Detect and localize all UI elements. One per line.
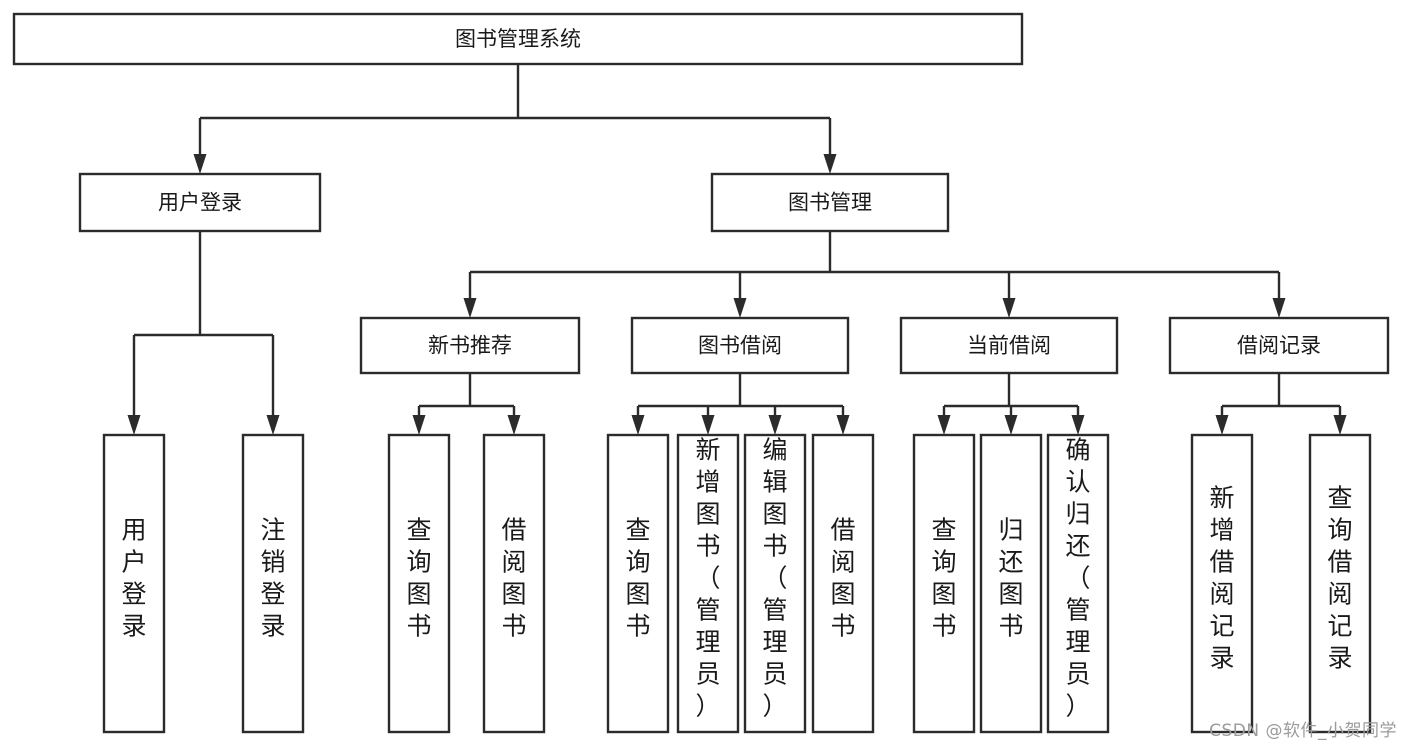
node-box-leaf-return-book[interactable] — [979, 433, 1043, 734]
node-leaf-query-book-1[interactable]: 查询图书 — [387, 433, 451, 734]
node-box-borrow-record[interactable] — [1168, 316, 1390, 375]
node-label-leaf-confirm-return: 确认归还（管理员） — [1065, 436, 1090, 721]
node-box-current-borrow[interactable] — [899, 316, 1119, 375]
node-box-book-manage[interactable] — [710, 172, 950, 233]
node-leaf-borrow-book-1[interactable]: 借阅图书 — [482, 433, 546, 734]
node-label-leaf-query-book-3: 查询图书 — [931, 516, 956, 641]
node-box-leaf-query-book-3[interactable] — [912, 433, 976, 734]
connector-edge-currentborrow-bus — [937, 373, 1085, 435]
node-leaf-user-logout[interactable]: 注销登录 — [241, 433, 305, 734]
node-label-leaf-user-login: 用户登录 — [121, 516, 146, 641]
node-current-borrow[interactable]: 当前借阅 — [899, 316, 1119, 375]
node-label-leaf-add-book: 新增图书（管理员） — [695, 436, 720, 721]
connector-edge-root-bus — [193, 64, 837, 174]
node-leaf-query-book-2[interactable]: 查询图书 — [606, 433, 670, 734]
node-user-login[interactable]: 用户登录 — [78, 172, 322, 233]
node-book-borrow[interactable]: 图书借阅 — [630, 316, 850, 375]
node-root[interactable]: 图书管理系统 — [12, 12, 1024, 66]
node-leaf-confirm-return[interactable]: 确认归还（管理员） — [1046, 433, 1110, 734]
connector-edge-bookmanage-bus — [463, 231, 1286, 318]
connector-edge-borrowrecord-bus — [1215, 373, 1347, 435]
node-leaf-add-book[interactable]: 新增图书（管理员） — [676, 433, 740, 734]
node-leaf-query-book-3[interactable]: 查询图书 — [912, 433, 976, 734]
node-label-book-borrow: 图书借阅 — [698, 334, 782, 358]
node-box-root[interactable] — [12, 12, 1024, 66]
watermark-label: CSDN @软件_小贺同学 — [1209, 721, 1397, 741]
node-label-leaf-user-logout: 注销登录 — [260, 516, 285, 641]
connector-edge-newbook-bus — [412, 373, 521, 435]
connector-edge-bookborrow-bus — [631, 373, 850, 435]
node-leaf-query-record[interactable]: 查询借阅记录 — [1308, 433, 1372, 734]
connector-layer — [127, 64, 1347, 435]
node-box-leaf-add-book[interactable] — [676, 433, 740, 734]
node-leaf-return-book[interactable]: 归还图书 — [979, 433, 1043, 734]
node-box-leaf-borrow-book-1[interactable] — [482, 433, 546, 734]
node-box-leaf-confirm-return[interactable] — [1046, 433, 1110, 734]
node-box-new-book-recommend[interactable] — [359, 316, 581, 375]
node-book-manage[interactable]: 图书管理 — [710, 172, 950, 233]
node-label-leaf-query-record: 查询借阅记录 — [1327, 484, 1352, 673]
node-label-leaf-query-book-2: 查询图书 — [625, 516, 650, 641]
node-leaf-user-login[interactable]: 用户登录 — [102, 433, 166, 734]
node-box-book-borrow[interactable] — [630, 316, 850, 375]
connector-edge-userlogin-bus — [127, 231, 280, 435]
node-box-leaf-borrow-book-2[interactable] — [811, 433, 875, 734]
node-label-leaf-edit-book: 编辑图书（管理员） — [762, 436, 787, 721]
node-box-leaf-user-logout[interactable] — [241, 433, 305, 734]
node-box-leaf-query-book-1[interactable] — [387, 433, 451, 734]
node-borrow-record[interactable]: 借阅记录 — [1168, 316, 1390, 375]
node-label-leaf-query-book-1: 查询图书 — [406, 516, 431, 641]
node-label-borrow-record: 借阅记录 — [1237, 334, 1321, 358]
node-label-root: 图书管理系统 — [455, 27, 581, 51]
node-box-leaf-edit-book[interactable] — [743, 433, 807, 734]
node-label-leaf-borrow-book-2: 借阅图书 — [830, 516, 855, 641]
node-label-leaf-add-record: 新增借阅记录 — [1209, 484, 1234, 673]
node-label-user-login: 用户登录 — [158, 191, 242, 215]
node-leaf-borrow-book-2[interactable]: 借阅图书 — [811, 433, 875, 734]
node-box-leaf-add-record[interactable] — [1190, 433, 1254, 734]
node-leaf-edit-book[interactable]: 编辑图书（管理员） — [743, 433, 807, 734]
node-box-leaf-query-book-2[interactable] — [606, 433, 670, 734]
node-box-leaf-query-record[interactable] — [1308, 433, 1372, 734]
node-leaf-add-record[interactable]: 新增借阅记录 — [1190, 433, 1254, 734]
node-label-current-borrow: 当前借阅 — [967, 334, 1051, 358]
node-new-book-recommend[interactable]: 新书推荐 — [359, 316, 581, 375]
node-label-leaf-borrow-book-1: 借阅图书 — [501, 516, 526, 641]
node-box-leaf-user-login[interactable] — [102, 433, 166, 734]
node-box-user-login[interactable] — [78, 172, 322, 233]
node-label-new-book-recommend: 新书推荐 — [428, 334, 512, 358]
node-label-leaf-return-book: 归还图书 — [998, 516, 1023, 641]
node-label-book-manage: 图书管理 — [788, 191, 872, 215]
node-layer: 图书管理系统用户登录图书管理新书推荐图书借阅当前借阅借阅记录用户登录注销登录查询… — [12, 12, 1390, 734]
